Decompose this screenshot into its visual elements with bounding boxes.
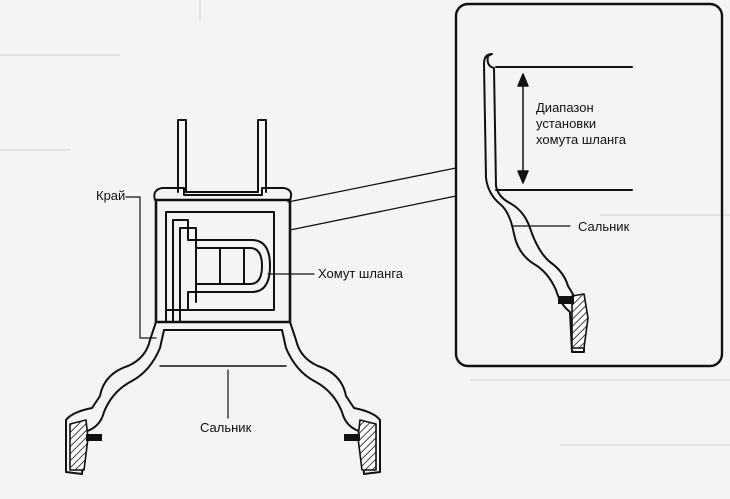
zoom-line-top — [287, 167, 457, 203]
background-bleed — [0, 0, 730, 446]
clamp-range-label: Диапазон установки хомута шланга — [536, 100, 626, 147]
detail-seal-lip — [558, 296, 574, 304]
detail-frame — [454, 2, 724, 368]
shaft — [177, 119, 267, 193]
boot-edge — [153, 187, 293, 201]
main-assembly — [65, 119, 457, 475]
detail-seal-label: Сальник — [578, 219, 630, 234]
hose-clamp-frame — [154, 198, 292, 324]
edge-label: Край — [96, 188, 126, 203]
seal-section-right — [357, 419, 377, 471]
range-arrow — [517, 73, 529, 184]
seal-label: Сальник — [200, 420, 252, 435]
detail-boot-wall — [483, 53, 585, 353]
detail-seal-section — [571, 293, 589, 349]
zoom-line-bottom — [289, 195, 457, 231]
seal-lip-left — [86, 434, 102, 441]
boot-lower — [65, 321, 381, 475]
hose-clamp-band — [165, 211, 275, 323]
seal-section-left — [69, 419, 89, 471]
hose-clamp-label: Хомут шланга — [318, 266, 404, 281]
seal-lip-right — [344, 434, 360, 441]
detail-view — [454, 2, 724, 368]
edge-leader — [125, 196, 157, 339]
